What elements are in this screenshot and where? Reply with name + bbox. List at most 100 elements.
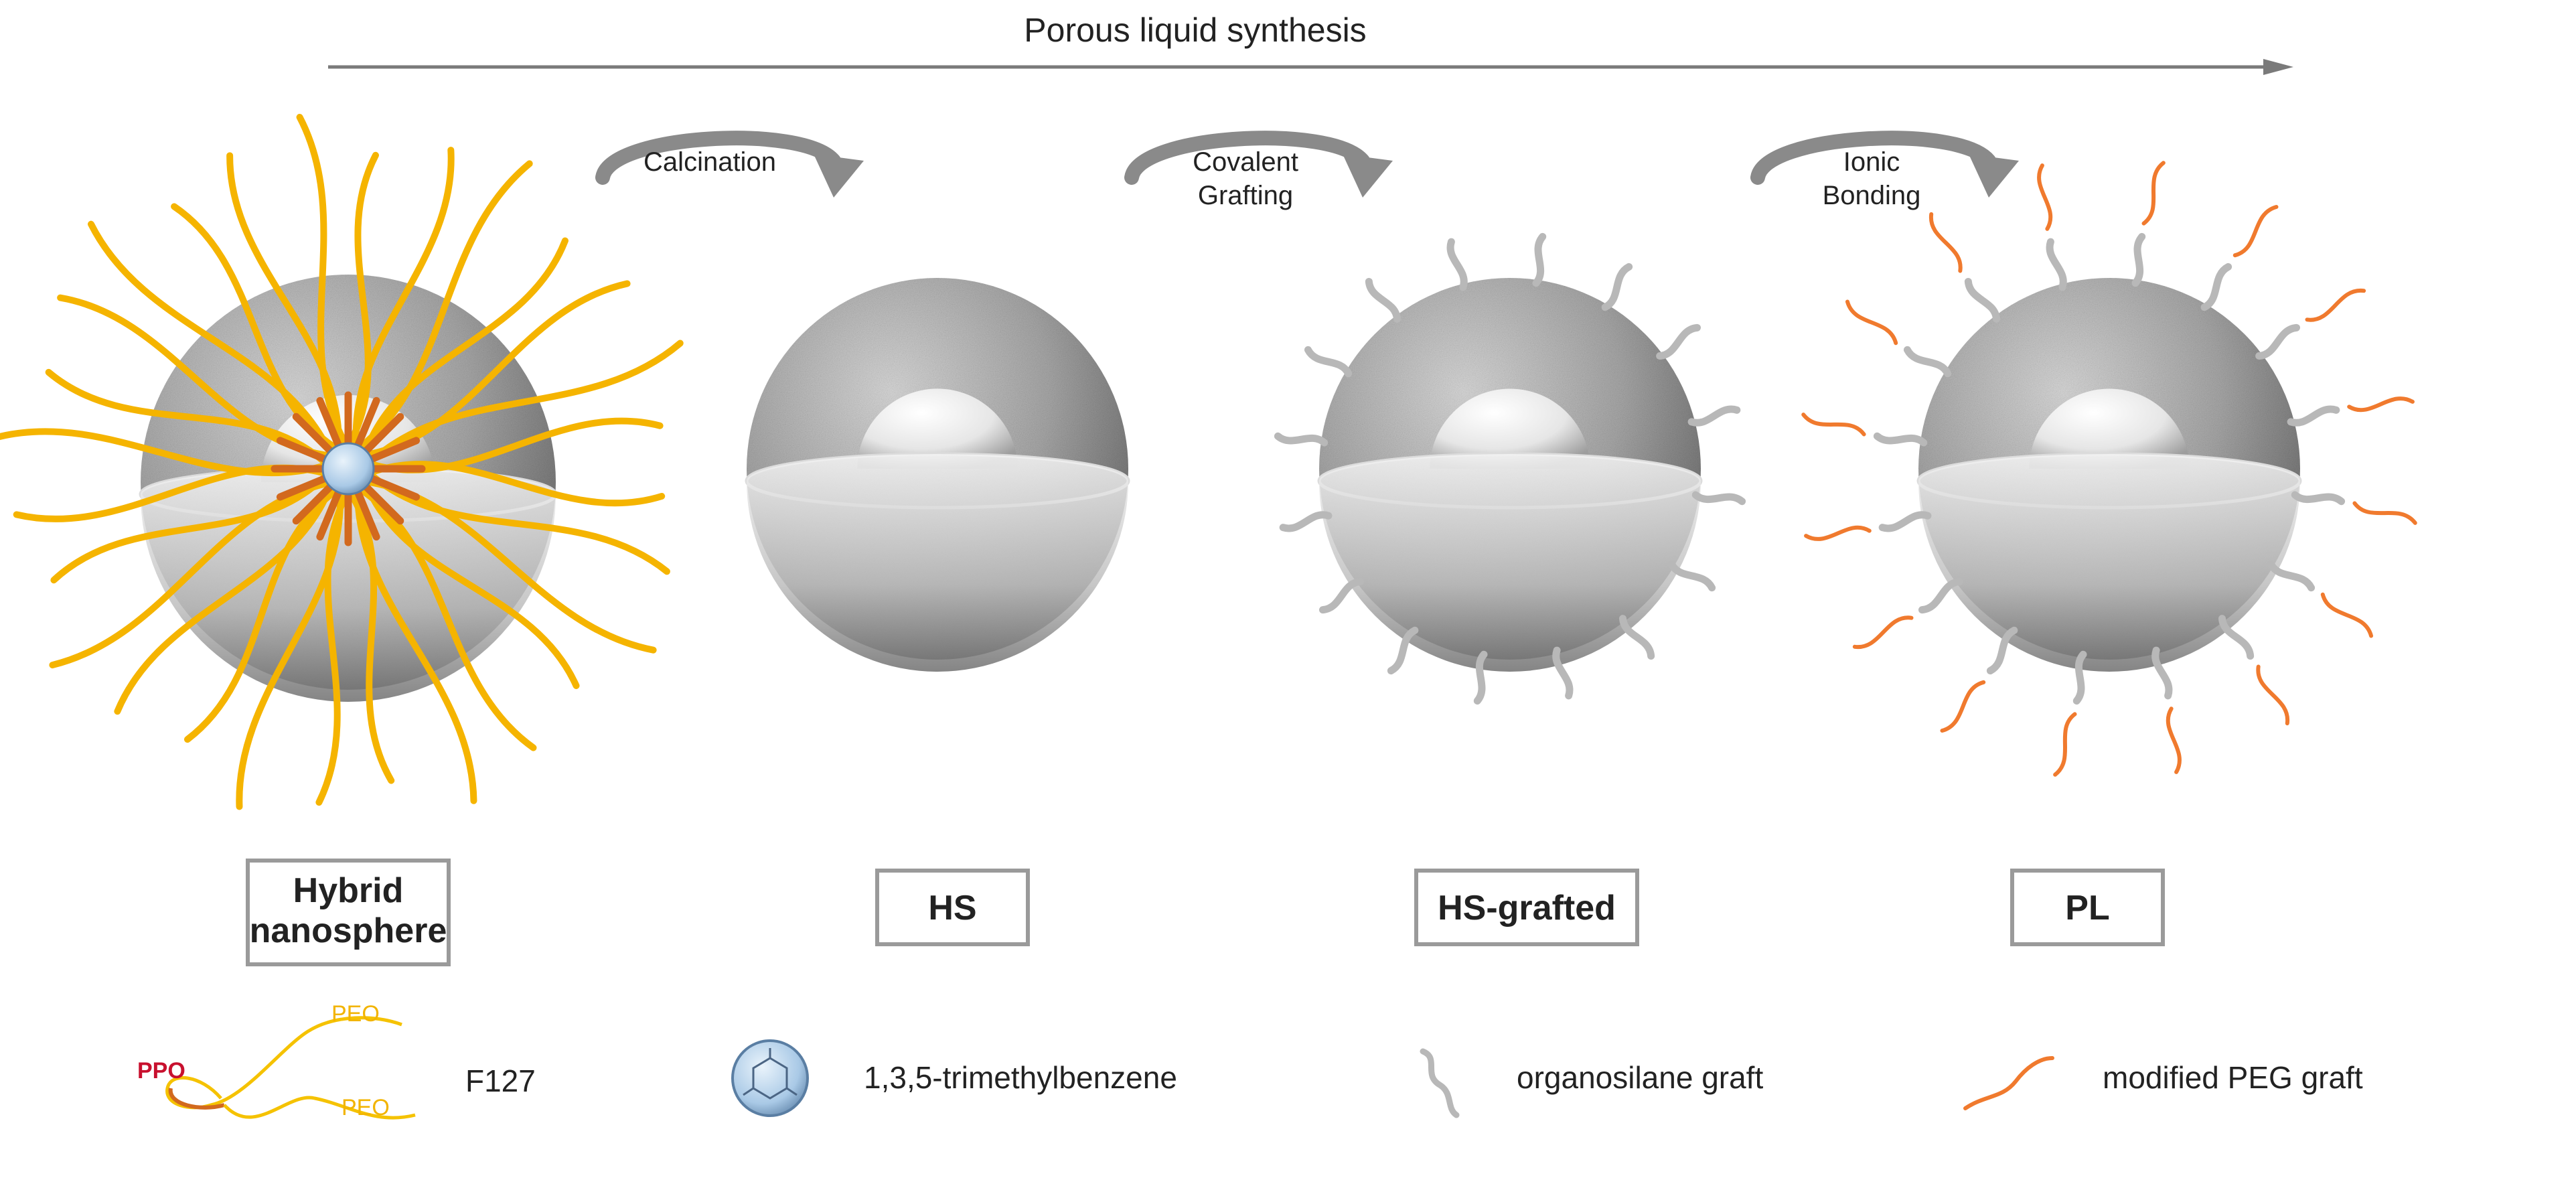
stage-box-3: HS-grafted	[1414, 869, 1639, 946]
organosilane-graft	[1903, 346, 1952, 378]
organosilane-graft	[2287, 405, 2340, 427]
organosilane-graft	[1387, 626, 1419, 675]
peo-strand	[50, 475, 327, 584]
peo-top-label: PEO	[331, 1001, 380, 1027]
legend: PPO PEO PEO F127 1,3,5-trimethylbenzene …	[137, 1001, 2363, 1120]
ppo-label: PPO	[137, 1058, 185, 1084]
organosilane-graft	[2131, 232, 2146, 287]
peo-strand	[352, 147, 455, 447]
peg-graft	[2347, 396, 2415, 413]
peo-strand	[363, 237, 569, 453]
peg-graft	[1852, 615, 1914, 649]
organosilane-graft	[1878, 511, 1932, 532]
peg-graft	[1940, 680, 1986, 733]
organosilane-graft	[2218, 615, 2255, 660]
diagram-title: Porous liquid synthesis	[1024, 11, 1366, 49]
process-arrow	[328, 59, 2293, 75]
peg-graft	[1845, 299, 1898, 346]
organosilane-graft	[2200, 263, 2232, 311]
organosilane-graft	[1318, 578, 1364, 614]
tmb-legend-icon	[731, 1039, 809, 1117]
peo-strand	[183, 488, 338, 743]
organosilane-graft	[1619, 615, 1655, 660]
peo-strand	[347, 151, 379, 446]
organosilane-graft	[1918, 578, 1963, 614]
organosilane-graft	[2151, 646, 2173, 700]
peo-strand	[236, 491, 344, 810]
organosilane-graft	[1656, 323, 1701, 360]
peo-strand	[0, 428, 325, 477]
peg-label: modified PEG graft	[2103, 1060, 2363, 1095]
peg-graft	[2037, 163, 2053, 231]
peg-graft	[2166, 707, 2182, 774]
peg-graft	[2232, 204, 2279, 258]
stage-label-1-line1: Hybrid	[293, 871, 404, 910]
step-label-3-line1: Ionic	[1843, 147, 1900, 177]
organosilane-graft	[1365, 277, 1401, 323]
peg-graft	[2352, 501, 2417, 525]
sphere-hybrid	[0, 113, 684, 810]
step-arrow-1: Calcination	[595, 131, 864, 198]
peo-strand	[371, 461, 666, 507]
peo-strand	[88, 220, 333, 454]
peg-legend-icon	[1963, 1056, 2054, 1110]
peg-graft	[2256, 664, 2289, 726]
peg-graft	[2053, 712, 2077, 777]
peo-strand	[370, 340, 684, 463]
organosilane-legend-icon	[1420, 1048, 1460, 1118]
f127-label: F127	[465, 1063, 536, 1098]
peg-graft	[2320, 592, 2374, 638]
tmb-core-icon	[321, 442, 375, 496]
stage-label-1-line2: nanosphere	[250, 911, 447, 950]
peo-strand	[364, 484, 580, 689]
organosilane-label: organosilane graft	[1517, 1060, 1763, 1095]
peo-strand	[226, 152, 342, 447]
sphere-grafted	[1274, 232, 1746, 705]
peo-bottom-label: PEO	[342, 1095, 390, 1120]
organosilane-graft	[1667, 560, 1716, 592]
organosilane-graft	[1304, 346, 1353, 378]
organosilane-graft	[2046, 238, 2067, 291]
stage-label-3: HS-grafted	[1438, 889, 1616, 928]
peg-graft	[2141, 161, 2166, 226]
organosilane-graft	[2291, 491, 2346, 506]
organosilane-graft	[1532, 232, 1547, 287]
tmb-label: 1,3,5-trimethylbenzene	[864, 1060, 1177, 1095]
organosilane-graft	[1964, 277, 2000, 323]
sphere-hs	[745, 278, 1130, 672]
sphere-pl	[1801, 161, 2417, 777]
peo-strand	[315, 492, 350, 806]
peg-graft	[1804, 525, 1872, 541]
organosilane-graft	[1687, 405, 1741, 427]
organosilane-graft	[1873, 432, 1928, 447]
peg-graft	[1929, 212, 1963, 273]
peo-strand	[354, 490, 477, 804]
organosilane-graft	[1986, 626, 2018, 675]
stage-box-2: HS	[875, 869, 1030, 946]
peo-strand	[296, 113, 348, 446]
step-label-1-line1: Calcination	[643, 147, 776, 177]
organosilane-graft	[1473, 650, 1488, 705]
stage-box-4: PL	[2010, 869, 2165, 946]
peo-strand	[45, 368, 326, 464]
organosilane-graft	[2255, 323, 2301, 360]
step-label-2-line2: Grafting	[1198, 181, 1293, 210]
organosilane-graft	[1601, 263, 1633, 311]
peo-strand	[370, 473, 670, 575]
peo-strand	[358, 160, 533, 449]
peg-graft	[1801, 413, 1866, 437]
stage-label-2: HS	[928, 889, 976, 928]
peo-strand	[348, 492, 395, 784]
organosilane-graft	[1279, 511, 1333, 532]
organosilane-graft	[1552, 646, 1574, 700]
peo-strand	[49, 480, 329, 669]
organosilane-graft	[1691, 491, 1746, 506]
organosilane-graft	[1274, 432, 1329, 447]
organosilane-graft	[1446, 238, 1468, 291]
f127-legend-icon	[165, 1016, 416, 1120]
peo-strand	[114, 484, 333, 715]
organosilane-graft	[2072, 650, 2087, 705]
